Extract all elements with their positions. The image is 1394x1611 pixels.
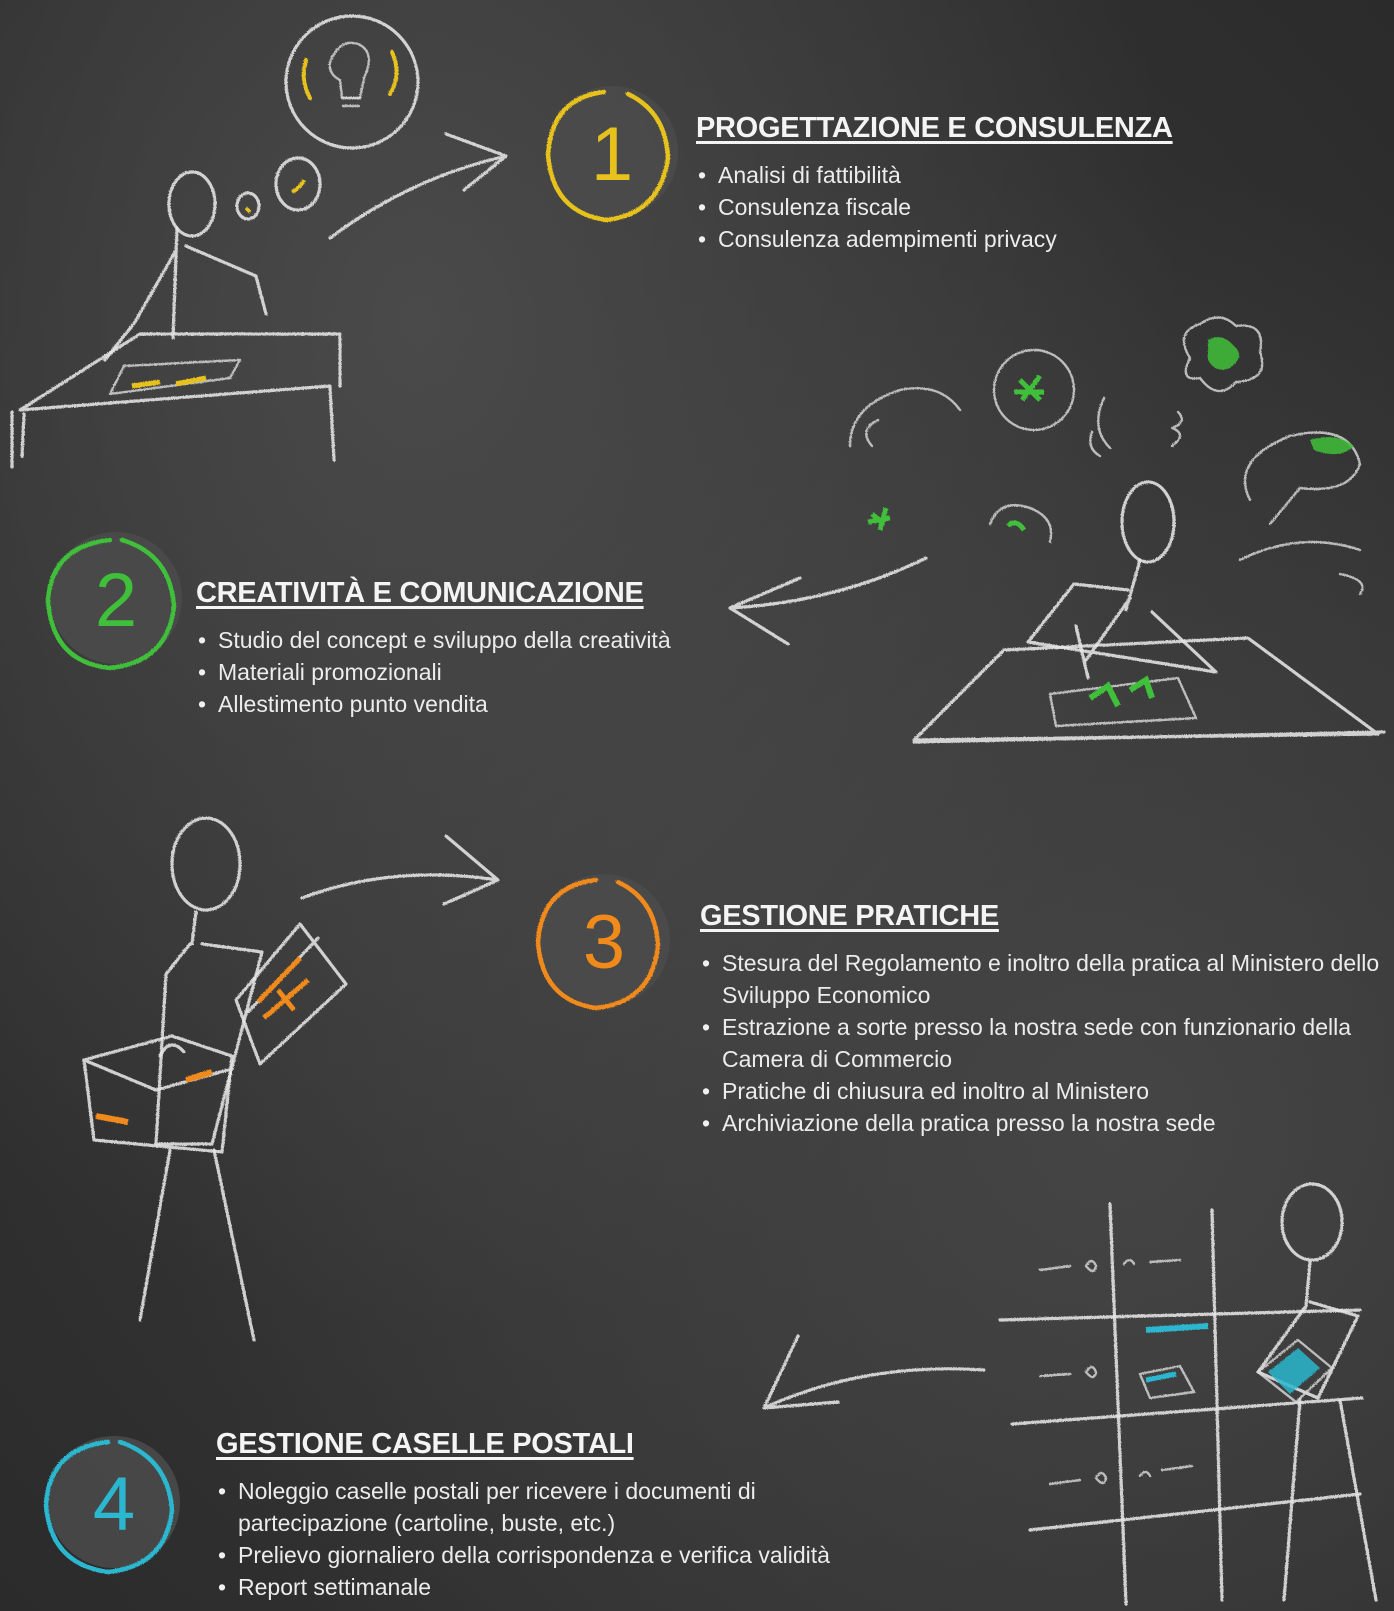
list-item: Estrazione a sorte presso la nostra sede… (700, 1011, 1390, 1075)
list-item: Consulenza fiscale (696, 191, 1296, 223)
list-item: Noleggio caselle postali per ricevere i … (216, 1475, 838, 1539)
step-badge-1: 1 (545, 86, 678, 223)
list-item: Consulenza adempimenti privacy (696, 223, 1296, 255)
list-item: Allestimento punto vendita (196, 688, 776, 720)
list-item: Archiviazione della pratica presso la no… (700, 1107, 1390, 1139)
person-with-folders-icon (82, 816, 500, 1342)
person-creative-desk-icon (728, 316, 1386, 744)
step-title-2: CREATIVITÀ E COMUNICAZIONE (196, 577, 644, 609)
step-list-3: Stesura del Regolamento e inoltro della … (700, 947, 1390, 1139)
list-item: Stesura del Regolamento e inoltro della … (700, 947, 1390, 1011)
list-item: Prelievo giornaliero della corrispondenz… (216, 1539, 936, 1571)
step-badge-4: 4 (43, 1436, 180, 1575)
svg-text:4: 4 (93, 1462, 135, 1547)
svg-text:1: 1 (591, 112, 633, 197)
step-section-3: GESTIONE PRATICHE Stesura del Regolament… (700, 900, 1390, 1139)
list-item: Pratiche di chiusura ed inoltro al Minis… (700, 1075, 1390, 1107)
step-list-4: Noleggio caselle postali per ricevere i … (216, 1475, 936, 1603)
step-section-4: GESTIONE CASELLE POSTALI Noleggio casell… (216, 1428, 936, 1603)
list-item: Analisi di fattibilità (696, 159, 1296, 191)
list-item: Materiali promozionali (196, 656, 776, 688)
step-title-4: GESTIONE CASELLE POSTALI (216, 1428, 634, 1460)
step-badge-2: 2 (45, 532, 182, 671)
person-idea-desk-icon (10, 14, 508, 469)
person-at-mailboxes-icon (762, 1182, 1378, 1606)
step-title-1: PROGETTAZIONE E CONSULENZA (696, 112, 1173, 144)
step-list-2: Studio del concept e sviluppo della crea… (196, 624, 776, 720)
step-list-1: Analisi di fattibilità Consulenza fiscal… (696, 159, 1296, 255)
list-item: Report settimanale (216, 1571, 936, 1603)
svg-text:3: 3 (583, 900, 625, 985)
svg-text:2: 2 (95, 558, 137, 643)
step-section-1: PROGETTAZIONE E CONSULENZA Analisi di fa… (696, 112, 1296, 255)
list-item: Studio del concept e sviluppo della crea… (196, 624, 776, 656)
step-title-3: GESTIONE PRATICHE (700, 900, 999, 932)
step-section-2: CREATIVITÀ E COMUNICAZIONE Studio del co… (196, 577, 776, 720)
step-badge-3: 3 (535, 874, 670, 1011)
